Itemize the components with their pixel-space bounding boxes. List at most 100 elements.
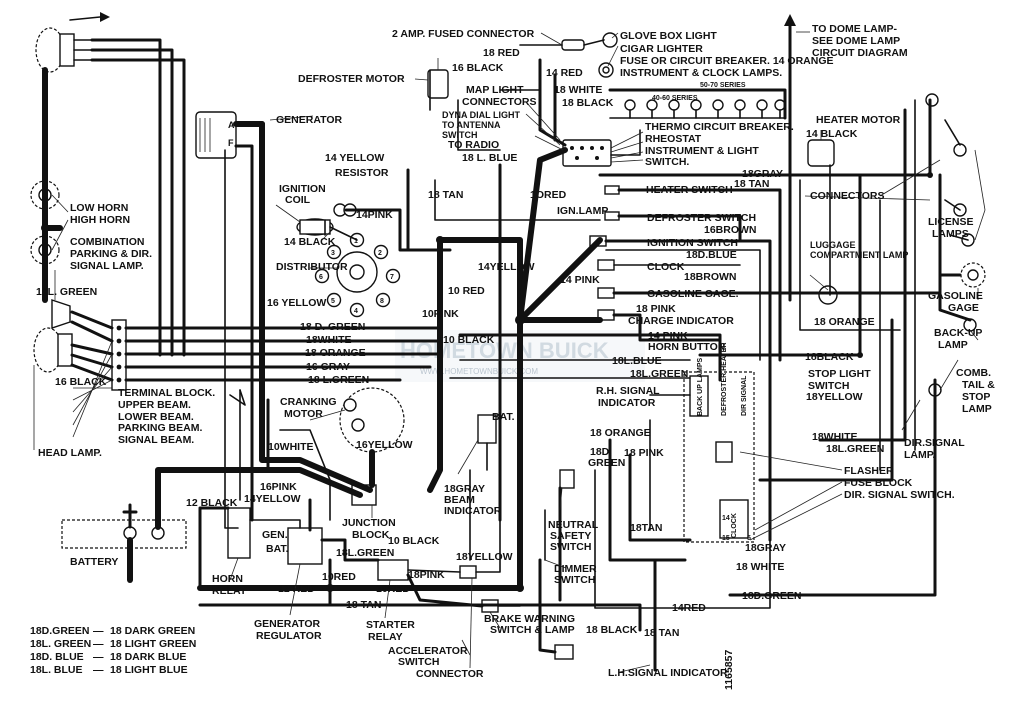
- distributor-terminal-3: 3: [331, 250, 335, 257]
- label-10-red-mid: 1ORED: [530, 189, 567, 201]
- distributor-terminal-1: 1: [354, 238, 358, 245]
- fuse-block-defroster: DEFROSTER HEATER: [721, 343, 728, 416]
- label-10-white: 10WHITE: [268, 441, 314, 453]
- label-lh-signal: L.H.SIGNAL INDICATOR: [608, 667, 728, 679]
- label-18-tan-mid: 18 TAN: [428, 189, 463, 201]
- label-map-light: MAP LIGHT: [466, 84, 524, 96]
- head-lamp-top-left: [35, 27, 93, 73]
- label-14-red-top: 14 RED: [546, 67, 583, 79]
- label-accelerator-switch-2: SWITCH: [398, 656, 439, 668]
- label-brake-warning-2: SWITCH & LAMP: [490, 624, 575, 636]
- label-18-white-top: 18 WHITE: [554, 84, 602, 96]
- fuse-block-15: 15: [722, 535, 730, 542]
- label-14-pink-horn: 14 PINK: [648, 330, 688, 342]
- label-instrument-light-switch-2: SWITCH.: [645, 156, 689, 168]
- label-beam-indicator-1: BEAM: [444, 494, 475, 506]
- label-glove-box-light: GLOVE BOX LIGHT: [620, 30, 717, 42]
- label-dir-signal-lamp-2: LAMP.: [904, 449, 935, 461]
- defroster-motor: [427, 58, 449, 99]
- label-dome-lamp-2: SEE DOME LAMP: [812, 35, 900, 47]
- label-battery: BATTERY: [70, 556, 118, 568]
- leader-lines: [33, 31, 986, 673]
- label-14-yellow-mid: 14YELLOW: [478, 261, 535, 273]
- label-connectors-top: CONNECTORS: [462, 96, 536, 108]
- label-accelerator-switch-3: CONNECTOR: [416, 668, 484, 680]
- label-10-pink: 10PINK: [422, 308, 459, 320]
- color-legend: 18D.GREEN — 18 DARK GREEN 18L. GREEN — 1…: [30, 625, 196, 676]
- battery: [61, 503, 187, 549]
- label-18-lgreen-mid: 18 L.GREEN: [308, 374, 369, 386]
- label-50-70-series: 50-70 SERIES: [700, 82, 746, 89]
- label-instrument-light-switch-1: INSTRUMENT & LIGHT: [645, 145, 759, 157]
- fuse-block-clock: CLOCK: [731, 513, 738, 538]
- label-18-dgreen-low: 18D.GREEN: [742, 590, 802, 602]
- legend-abbr-2: 18D. BLUE: [30, 651, 84, 663]
- rear-lamps: [818, 93, 986, 397]
- label-cigar-lighter: CIGAR LIGHTER: [620, 43, 703, 55]
- label-18-pink: 18 PINK: [636, 303, 676, 315]
- fuse-block-14: 14: [722, 515, 730, 522]
- label-dimmer-switch-2: SWITCH: [554, 574, 595, 586]
- distributor-terminal-6: 6: [319, 274, 323, 281]
- label-18-gray-right: 18GRAY: [742, 168, 783, 180]
- label-starter-relay-1: STARTER: [366, 619, 415, 631]
- legend-full-0: 18 DARK GREEN: [110, 625, 195, 637]
- label-gen: GEN.: [262, 529, 288, 541]
- junction-dots: [41, 121, 933, 592]
- horn-relay: [227, 507, 251, 559]
- label-18-black-top: 18 BLACK: [562, 97, 614, 109]
- label-signal-beam: SIGNAL BEAM.: [118, 434, 194, 446]
- label-18-lgreen-low: 18L.GREEN: [336, 547, 394, 559]
- label-16-black-top: 16 BLACK: [452, 62, 504, 74]
- label-fuse-breaker: FUSE OR CIRCUIT BREAKER. 14 ORANGE: [620, 55, 834, 67]
- label-neutral-switch-1: NEUTRAL: [548, 519, 599, 531]
- watermark-url: WWW.HOMETOWNBUICK.COM: [420, 367, 538, 376]
- label-18-tan-bottom2: 18 TAN: [644, 627, 679, 639]
- label-18-lgreen-left: 18L. GREEN: [36, 286, 97, 298]
- label-10-red-low: 10RED: [322, 571, 356, 583]
- label-18-dgreen-mid-1: 18D: [590, 446, 610, 458]
- starter-relay: [377, 559, 409, 581]
- label-18-brown: 18BROWN: [684, 271, 737, 283]
- wires: [42, 16, 972, 672]
- label-12-black: 12 BLACK: [186, 497, 238, 509]
- label-18-tan-bottom: 18 TAN: [346, 599, 381, 611]
- generator-regulator: [287, 527, 323, 565]
- instrument-lamps: [624, 99, 786, 111]
- label-16-brown: 16BROWN: [704, 224, 757, 236]
- label-18-orange: 18 ORANGE: [305, 347, 366, 359]
- label-heater-motor: HEATER MOTOR: [816, 114, 901, 126]
- label-beam-indicator-2: INDICATOR: [444, 505, 502, 517]
- label-10-black-low: 10 BLACK: [388, 535, 440, 547]
- label-18-lblue-top: 18 L. BLUE: [462, 152, 517, 164]
- top-left-arrow: [100, 12, 110, 22]
- label-charge-indicator: CHARGE INDICATOR: [628, 315, 734, 327]
- labels: 2 AMP. FUSED CONNECTOR GLOVE BOX LIGHT C…: [36, 23, 995, 690]
- label-stop-light-switch-2: SWITCH: [808, 380, 849, 392]
- label-brake-warning-1: BRAKE WARNING: [484, 613, 575, 625]
- label-dimmer-switch-1: DIMMER: [554, 563, 597, 575]
- label-18-tan-right: 18 TAN: [734, 178, 769, 190]
- label-defroster-switch: DEFROSTER SWITCH: [647, 212, 756, 224]
- label-dyna-dial-1: DYNA DIAL LIGHT: [442, 110, 521, 120]
- label-distributor: DISTRIBUTOR: [276, 261, 348, 273]
- label-horn-relay-1: HORN: [212, 573, 243, 585]
- label-combination-lamp-2: PARKING & DIR.: [70, 248, 152, 260]
- label-14-black-dist: 14 BLACK: [284, 236, 336, 248]
- head-lamp-lower-left: [33, 327, 73, 373]
- label-luggage-lamp-1: LUGGAGE: [810, 240, 856, 250]
- ignition-coil: [296, 218, 334, 236]
- label-gasoline-gage-dash: GASOLINE GAGE.: [647, 288, 739, 300]
- label-dome-lamp-3: CIRCUIT DIAGRAM: [812, 47, 908, 59]
- label-cranking-motor-2: MOTOR: [284, 408, 323, 420]
- label-backup-lamp-1: BACK-UP: [934, 327, 982, 339]
- label-junction-block-2: BLOCK: [352, 529, 390, 541]
- label-luggage-lamp-2: COMPARTMENT LAMP: [810, 250, 908, 260]
- legend-abbr-1: 18L. GREEN: [30, 638, 91, 650]
- label-head-lamp: HEAD LAMP.: [38, 447, 102, 459]
- label-18-lgreen-right: 18L.GREEN: [826, 443, 884, 455]
- label-18-dblue: 18D.BLUE: [686, 249, 737, 261]
- label-18-lblue-mid: 18L.BLUE: [612, 355, 662, 367]
- label-flasher: FLASHER: [844, 465, 894, 477]
- label-dyna-dial-2: TO ANTENNA: [442, 120, 501, 130]
